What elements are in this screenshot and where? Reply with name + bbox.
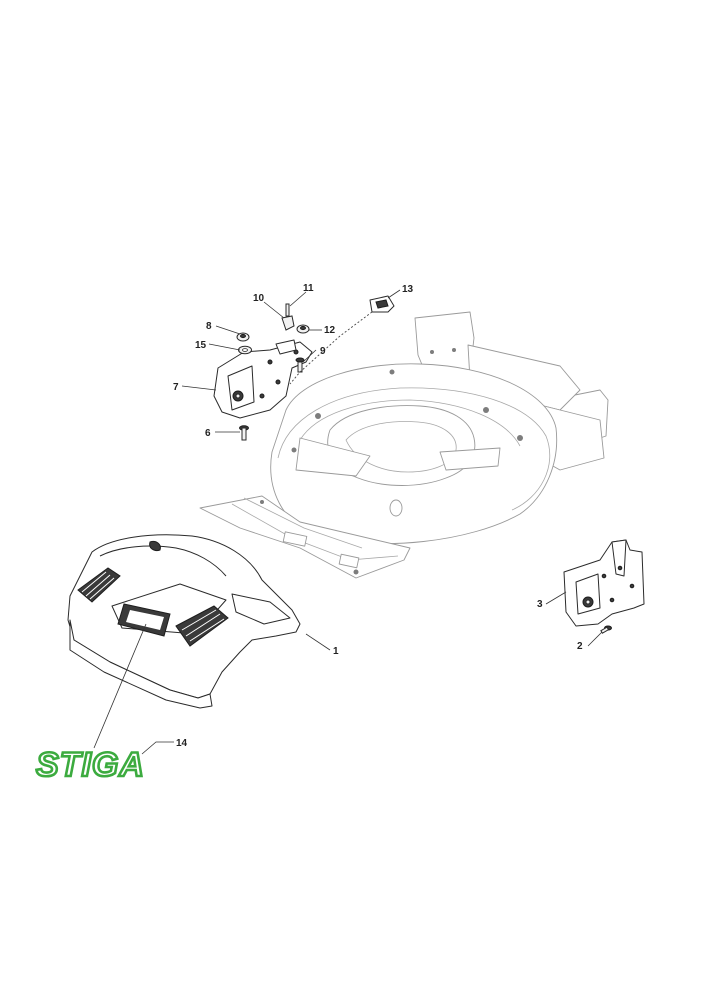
callout-13: 13 [402,284,414,295]
stiga-logo-text: STIGA [36,746,145,784]
callout-7: 7 [173,382,179,393]
part-8-nut [236,332,250,342]
part-3-right-bracket [563,539,645,627]
callout-9: 9 [320,346,326,357]
leader-lines [93,289,603,755]
part-13-connector [369,295,395,313]
part-15-washer [238,345,252,355]
callout-3: 3 [537,599,543,610]
part-10-clip [281,315,295,331]
callout-10: 10 [253,293,265,304]
callout-1: 1 [333,646,339,657]
callout-12: 12 [324,325,336,336]
stiga-logo: STIGA [35,745,146,786]
mower-deck-ghost [199,311,609,579]
callout-11: 11 [303,283,314,294]
part-1-front-cover [67,534,301,709]
part-11-pin [285,303,290,317]
callout-14: 14 [176,738,188,749]
callout-15: 15 [195,340,207,351]
callout-6: 6 [205,428,211,439]
callout-labels: 1 2 3 6 7 8 9 10 11 12 13 14 15 [173,283,583,749]
part-7-left-bracket [213,339,313,419]
cable-dotted-line [289,311,373,385]
callout-8: 8 [206,321,212,332]
callout-2: 2 [577,641,583,652]
part-2-screw [600,625,612,634]
part-12-nut [296,324,310,334]
part-6-bolt [239,425,249,441]
